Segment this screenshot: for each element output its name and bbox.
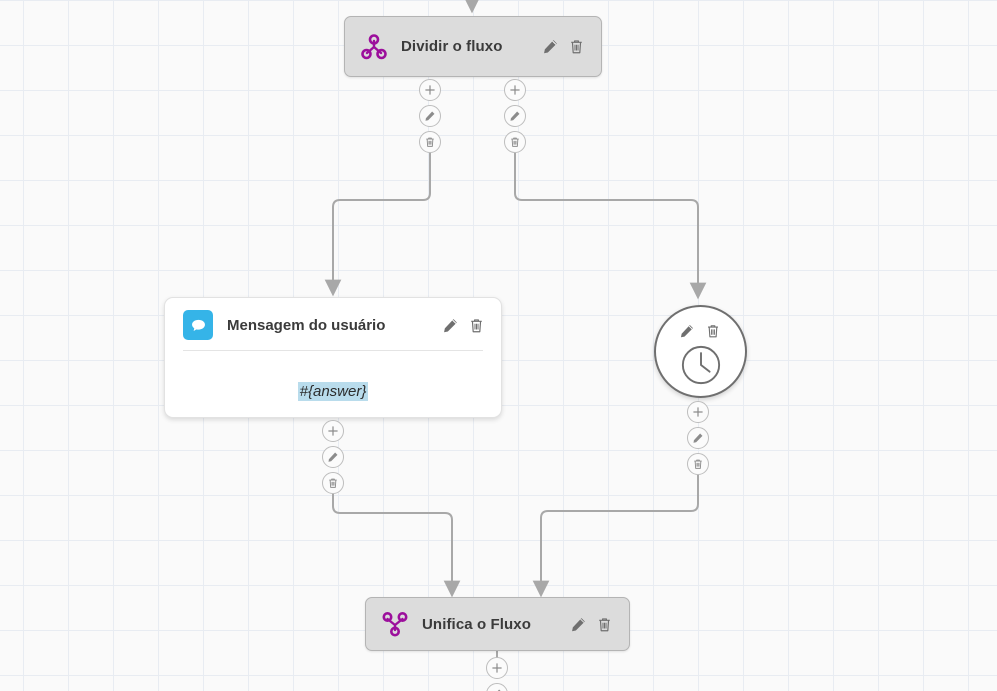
edit-icon[interactable] xyxy=(322,446,344,468)
edit-icon[interactable] xyxy=(570,616,587,633)
delete-icon[interactable] xyxy=(568,38,585,55)
add-icon[interactable] xyxy=(486,657,508,679)
edge-split-to-timer xyxy=(514,153,707,300)
connector-split-out-right[interactable] xyxy=(504,79,526,153)
connector-split-out-left[interactable] xyxy=(419,79,441,153)
delete-icon[interactable] xyxy=(468,317,485,334)
connector-timer-out[interactable] xyxy=(687,401,709,475)
answer-variable-chip[interactable]: #{answer} xyxy=(297,381,369,401)
connector-merge-out[interactable] xyxy=(486,657,508,691)
edge-message-to-merge xyxy=(332,494,461,598)
delete-icon[interactable] xyxy=(705,323,722,340)
clock-icon xyxy=(680,344,722,391)
delete-icon[interactable] xyxy=(687,453,709,475)
add-icon[interactable] xyxy=(419,79,441,101)
edge-timer-to-merge xyxy=(532,475,699,598)
edit-icon[interactable] xyxy=(542,38,559,55)
node-split-flow-title: Dividir o fluxo xyxy=(401,38,503,55)
edit-icon[interactable] xyxy=(419,105,441,127)
edit-icon[interactable] xyxy=(442,317,459,334)
node-timer-actions xyxy=(679,323,722,340)
node-merge-flow-title: Unifica o Fluxo xyxy=(422,615,532,633)
node-user-message[interactable]: Mensagem do usuário #{answer} xyxy=(164,297,502,418)
merge-flow-icon xyxy=(382,611,408,637)
delete-icon[interactable] xyxy=(322,472,344,494)
add-icon[interactable] xyxy=(687,401,709,423)
node-timer[interactable] xyxy=(654,305,747,398)
connector-message-out[interactable] xyxy=(322,420,344,494)
edit-icon[interactable] xyxy=(679,323,696,340)
node-split-flow[interactable]: Dividir o fluxo xyxy=(344,16,602,77)
node-merge-flow[interactable]: Unifica o Fluxo xyxy=(365,597,630,651)
delete-icon[interactable] xyxy=(596,616,613,633)
node-split-flow-actions xyxy=(524,38,585,55)
edit-icon[interactable] xyxy=(486,683,508,691)
delete-icon[interactable] xyxy=(419,131,441,153)
node-divider xyxy=(183,350,483,351)
add-icon[interactable] xyxy=(504,79,526,101)
node-user-message-actions xyxy=(424,317,485,334)
node-user-message-header: Mensagem do usuário xyxy=(165,298,501,350)
node-merge-flow-actions xyxy=(552,616,613,633)
delete-icon[interactable] xyxy=(504,131,526,153)
edge-split-to-message xyxy=(324,153,431,297)
edit-icon[interactable] xyxy=(687,427,709,449)
node-user-message-title: Mensagem do usuário xyxy=(227,316,386,334)
node-user-message-body: #{answer} xyxy=(165,351,501,417)
chat-bubble-icon xyxy=(183,310,213,340)
edit-icon[interactable] xyxy=(504,105,526,127)
add-icon[interactable] xyxy=(322,420,344,442)
split-flow-icon xyxy=(361,33,387,60)
